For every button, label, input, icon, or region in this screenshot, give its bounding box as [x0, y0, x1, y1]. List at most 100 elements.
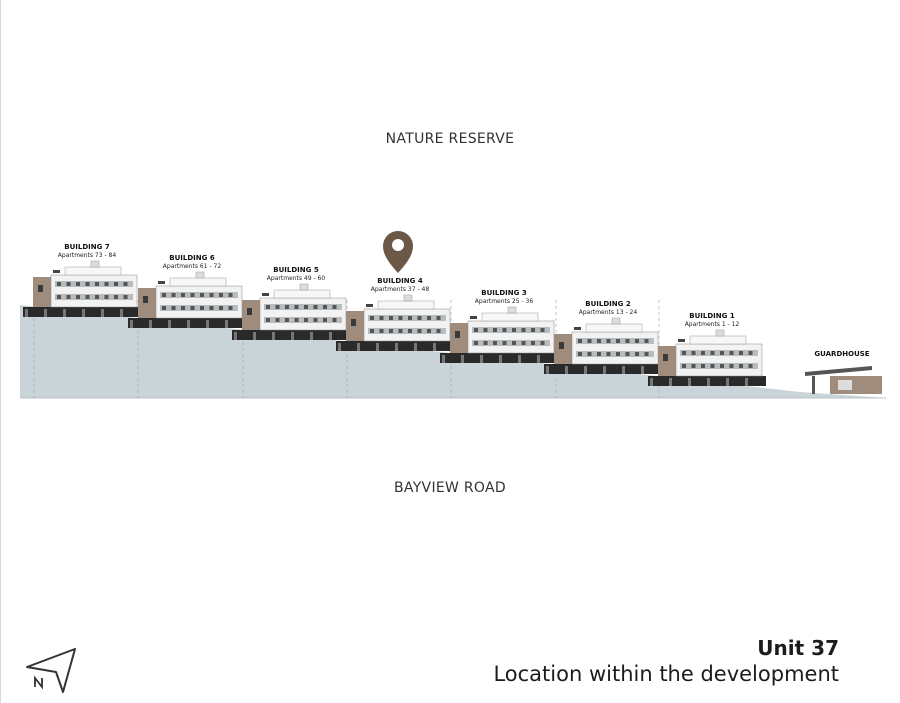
window-band — [576, 351, 654, 357]
podium-column — [25, 309, 28, 317]
podium-column — [272, 332, 275, 340]
window — [682, 364, 686, 368]
podium-column — [726, 378, 729, 386]
window — [228, 293, 233, 297]
window — [294, 305, 299, 309]
window — [304, 318, 308, 322]
window — [181, 306, 185, 310]
podium-column — [44, 309, 47, 317]
roof-vent — [470, 316, 477, 319]
window — [606, 352, 611, 356]
roof-unit — [377, 300, 435, 310]
window — [691, 351, 696, 355]
window — [190, 293, 195, 297]
window — [379, 329, 384, 333]
building-apartments-label: Apartments 37 - 48 — [371, 286, 430, 293]
window — [266, 305, 270, 309]
window — [701, 351, 705, 355]
window — [323, 318, 327, 322]
window — [247, 308, 252, 315]
roof-vent — [158, 281, 165, 284]
guardhouse-group: GUARDHOUSE — [805, 350, 882, 394]
podium-column — [433, 343, 436, 351]
podium-column — [234, 332, 237, 340]
window — [275, 318, 280, 322]
podium-column — [329, 332, 332, 340]
building-apartments-label: Apartments 49 - 60 — [267, 275, 326, 282]
window-band — [160, 292, 238, 298]
window — [540, 341, 545, 345]
podium-column — [120, 309, 123, 317]
podium-column — [622, 366, 625, 374]
podium-column — [187, 320, 190, 328]
pin-body — [383, 231, 413, 273]
pin-hole — [392, 239, 404, 251]
window — [531, 341, 535, 345]
building-name-label: BUILDING 3 — [481, 289, 527, 297]
location-pin-icon — [383, 231, 413, 273]
window — [436, 329, 441, 333]
podium-column — [206, 320, 209, 328]
window-band — [264, 317, 342, 323]
window — [493, 341, 497, 345]
window — [720, 364, 724, 368]
building-apartments-label: Apartments 25 - 36 — [475, 298, 534, 305]
building-name-label: BUILDING 2 — [585, 300, 631, 308]
window — [540, 328, 545, 332]
window — [512, 328, 516, 332]
podium-column — [442, 355, 445, 363]
window — [379, 316, 384, 320]
podium-column — [565, 366, 568, 374]
podium-column — [225, 320, 228, 328]
window — [616, 352, 620, 356]
window — [398, 316, 403, 320]
window — [521, 328, 526, 332]
window — [635, 339, 639, 343]
window — [493, 328, 497, 332]
window — [66, 295, 71, 299]
window — [85, 295, 90, 299]
building-apartments-label: Apartments 61 - 72 — [163, 263, 222, 270]
main-volume — [571, 331, 659, 365]
window-band — [264, 304, 342, 310]
podium-column — [688, 378, 691, 386]
chimney — [507, 306, 517, 314]
building-name-label: BUILDING 7 — [64, 243, 110, 251]
podium-column — [518, 355, 521, 363]
unit-subtitle: Location within the development — [493, 662, 839, 686]
window-band — [55, 281, 133, 287]
window — [285, 305, 289, 309]
guardhouse[interactable]: GUARDHOUSE — [805, 350, 882, 394]
window — [597, 339, 601, 343]
window — [408, 329, 412, 333]
roof-vent — [262, 293, 269, 296]
window — [427, 316, 431, 320]
building-name-label: BUILDING 5 — [273, 266, 319, 274]
podium-column — [669, 378, 672, 386]
chimney — [611, 317, 621, 325]
podium-column — [537, 355, 540, 363]
window — [76, 295, 80, 299]
window — [720, 351, 724, 355]
podium-column — [63, 309, 66, 317]
window — [171, 306, 176, 310]
window — [66, 282, 71, 286]
window — [332, 305, 337, 309]
podium-column — [101, 309, 104, 317]
window-band — [160, 305, 238, 311]
window — [663, 354, 668, 361]
chimney — [403, 294, 413, 302]
window — [332, 318, 337, 322]
window — [389, 316, 393, 320]
window — [512, 341, 516, 345]
window — [370, 316, 374, 320]
